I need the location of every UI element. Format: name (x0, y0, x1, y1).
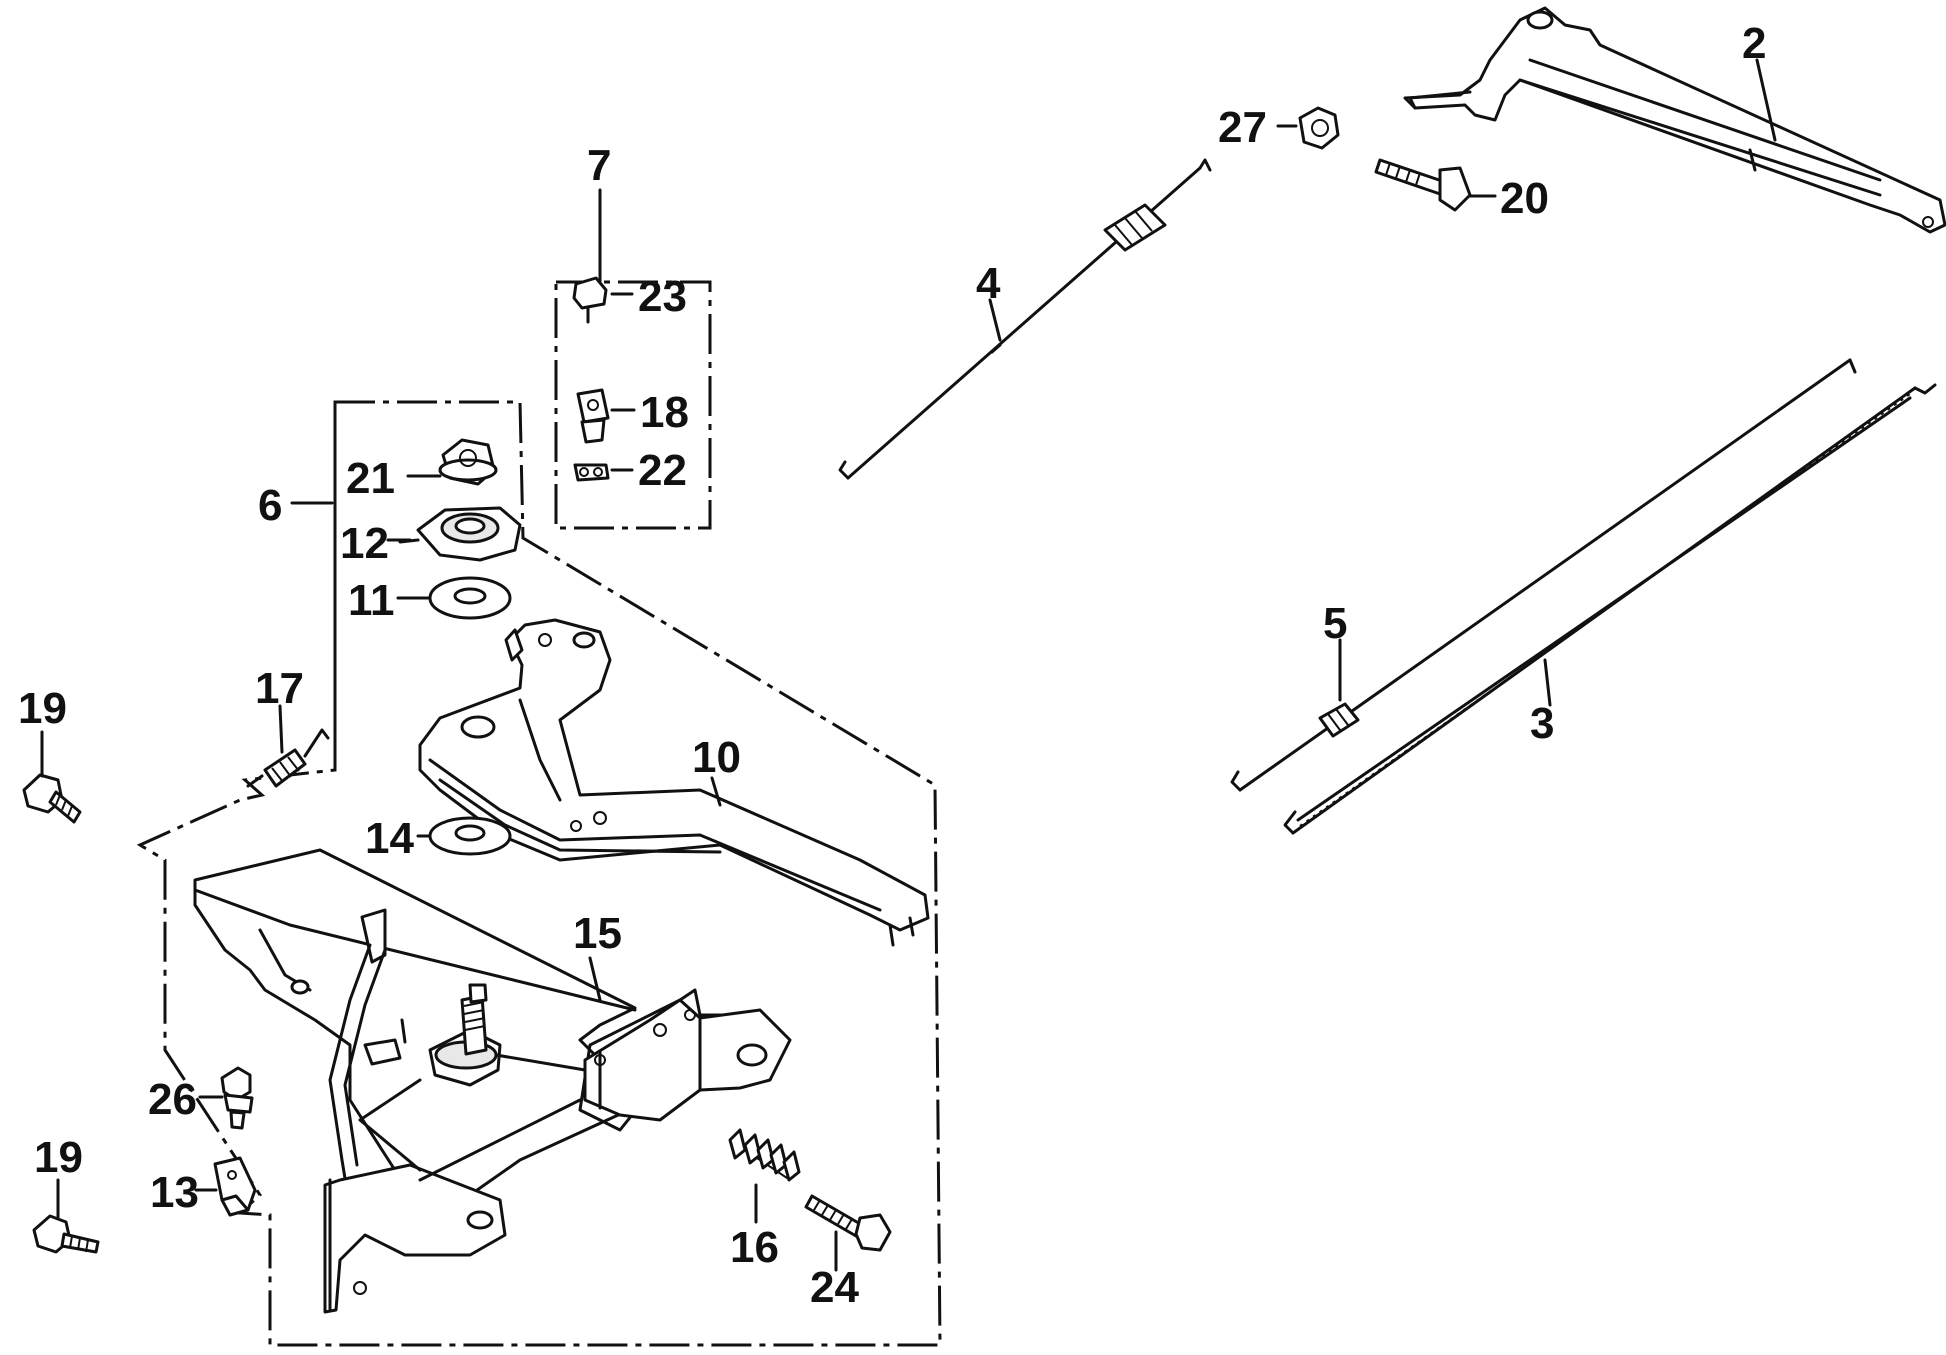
label-10: 10 (692, 733, 741, 782)
part-21-nut (438, 438, 498, 486)
part-12-plate (398, 506, 522, 562)
label-21: 21 (346, 454, 395, 503)
label-20: 20 (1500, 174, 1549, 223)
part-18-joint (576, 388, 610, 444)
part-20-bolt (1374, 158, 1472, 212)
label-19a: 19 (18, 684, 67, 733)
part-26-bolt (220, 1066, 254, 1130)
leader-15 (588, 956, 602, 1002)
part-5-rod (1230, 358, 1857, 792)
part-15-bracket (193, 848, 792, 1314)
label-3: 3 (1530, 699, 1554, 748)
label-2: 2 (1742, 19, 1766, 68)
part-19-bolt-upper (22, 773, 82, 824)
label-26: 26 (148, 1075, 197, 1124)
part-14-washer (428, 816, 512, 856)
label-7: 7 (587, 141, 611, 190)
part-23-screw (572, 276, 608, 324)
part-17-spring (246, 728, 330, 788)
leader-3 (1543, 658, 1552, 707)
label-4: 4 (976, 259, 1001, 308)
label-6: 6 (258, 481, 282, 530)
label-5: 5 (1323, 599, 1347, 648)
part-11-washer (428, 576, 512, 620)
part-24-screw (804, 1194, 892, 1252)
group-6-frame (136, 400, 942, 1347)
label-19b: 19 (34, 1133, 83, 1182)
label-11: 11 (348, 576, 395, 625)
part-10-governor-lever (418, 618, 930, 947)
label-22: 22 (638, 446, 687, 495)
leader-4 (988, 298, 1002, 342)
label-18: 18 (640, 388, 689, 437)
label-12: 12 (340, 519, 389, 568)
part-13-clip (213, 1156, 257, 1217)
label-17: 17 (255, 664, 304, 713)
part-16-spring (728, 1128, 801, 1182)
group-7-frame (554, 280, 712, 530)
part-22-clip (573, 463, 610, 482)
label-15: 15 (573, 909, 622, 958)
part-3-cable (1283, 383, 1937, 835)
label-13: 13 (150, 1168, 199, 1217)
label-23: 23 (638, 272, 687, 321)
part-2-lever-arm (1403, 6, 1946, 234)
part-19-bolt-lower (32, 1214, 100, 1254)
label-14: 14 (365, 814, 414, 863)
label-24: 24 (810, 1263, 859, 1312)
leader-10 (710, 776, 722, 807)
leader-2 (1755, 58, 1777, 142)
part-4-spring-rod (838, 158, 1212, 480)
label-16: 16 (730, 1223, 779, 1272)
part-27-nut (1298, 106, 1340, 150)
label-27: 27 (1218, 103, 1267, 152)
leader-17 (278, 704, 284, 754)
